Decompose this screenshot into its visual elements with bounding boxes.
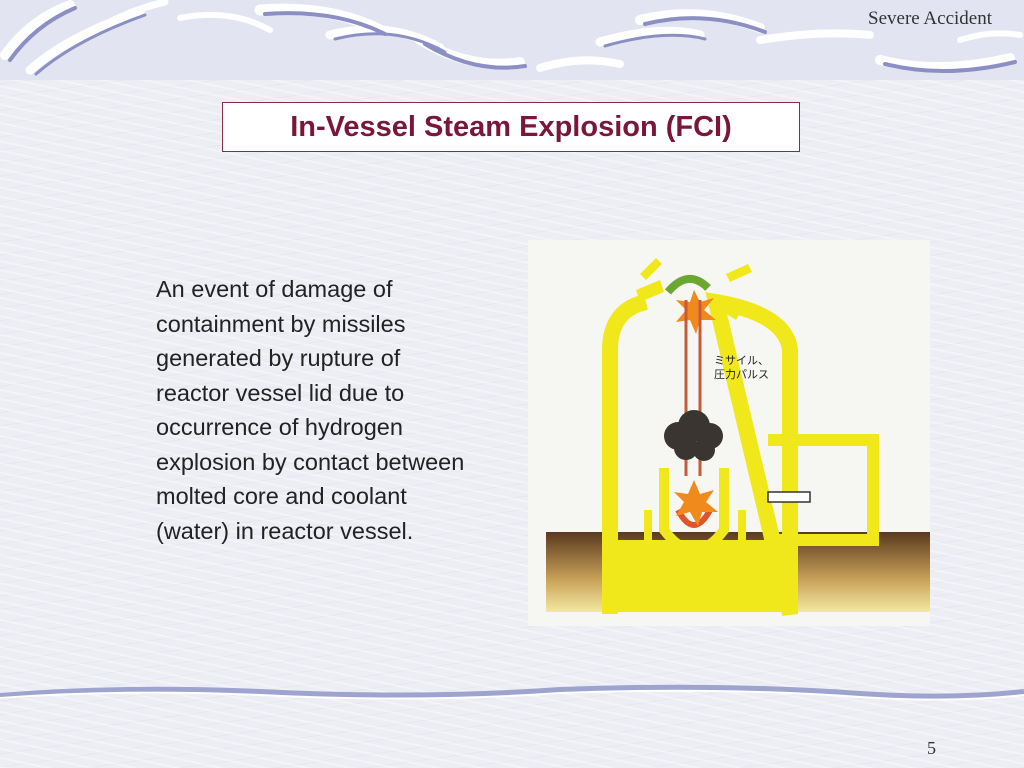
missile-arrow [664, 275, 711, 295]
annotation-pressure: 圧力パルス [714, 368, 769, 381]
dome-fragment-right [714, 294, 742, 320]
page-number: 5 [927, 738, 936, 758]
reactor-cavity [644, 510, 746, 574]
hatch [767, 491, 811, 503]
decorative-swirls [0, 0, 1023, 76]
missile-fragment-2 [726, 264, 752, 282]
annotation-missile: ミサイル、 [714, 354, 769, 367]
dome-fragment-left [636, 280, 664, 302]
reactor-illustration: ミサイル、 圧力パルス [546, 258, 930, 616]
auxiliary-building [768, 434, 879, 546]
smoke-cloud [664, 410, 723, 461]
reactor-diagram: ミサイル、 圧力パルス [528, 240, 930, 626]
slide-title: In-Vessel Steam Explosion (FCI) [290, 110, 732, 143]
missile-fragment-1 [640, 258, 662, 280]
body-paragraph: An event of damage of containment by mis… [156, 276, 465, 544]
reactor-vessel [659, 468, 729, 555]
upper-explosion [676, 290, 716, 334]
section-label: Severe Accident [868, 8, 992, 29]
header-band: Severe Accident [0, 0, 1024, 80]
footer-divider [0, 684, 1024, 701]
vessel-explosion [674, 480, 718, 526]
slide-title-box: In-Vessel Steam Explosion (FCI) [222, 102, 800, 152]
